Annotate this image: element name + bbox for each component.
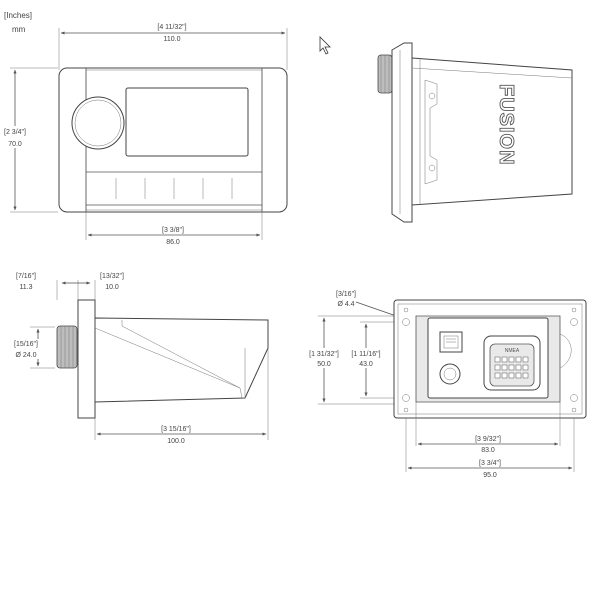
flange-mm: 11.3 <box>19 284 32 291</box>
bezel-mm: 10.0 <box>105 284 119 291</box>
front-width-inches: [4 11/32"] <box>157 24 186 31</box>
inner-height-mm: 43.0 <box>359 361 373 368</box>
side-knob-icon <box>56 325 78 369</box>
hole-mm: Ø 4.4 <box>337 301 354 308</box>
display-screen <box>125 87 249 157</box>
rear-view: [3/16"] Ø 4.4 [1 31/32"] 50.0 [1 11/16"]… <box>306 291 587 479</box>
connector-label: NMEA <box>505 348 520 354</box>
top-view: FUSION <box>377 42 573 223</box>
units-mm-label: mm <box>12 25 26 34</box>
volume-knob-icon <box>71 96 125 150</box>
inner-height-inches: [1 11/16"] <box>351 351 380 358</box>
front-height-mm: 70.0 <box>8 141 22 148</box>
brand-logo: FUSION <box>495 84 517 166</box>
hole-inches: [3/16"] <box>336 291 356 298</box>
screen-width-inches: [3 3/8"] <box>162 227 184 234</box>
front-view: [4 11/32"] 110.0 [2 3/4"] 70.0 [3 3/8"] … <box>0 24 288 246</box>
units-inches-label: [Inches] <box>4 11 32 20</box>
depth-mm: 100.0 <box>167 438 185 445</box>
outer-width-inches: [3 3/4"] <box>479 460 501 467</box>
mouse-cursor-icon <box>319 36 331 55</box>
outer-height-inches: [1 31/32"] <box>309 351 339 358</box>
outer-height-mm: 50.0 <box>317 361 331 368</box>
bezel-inches: [13/32"] <box>100 273 124 280</box>
depth-inches: [3 15/16"] <box>161 426 191 433</box>
screen-width-mm: 86.0 <box>166 239 180 246</box>
knob-diameter-inches: [15/16"] <box>14 341 38 348</box>
round-connector-icon <box>439 363 461 385</box>
flange-inches: [7/16"] <box>16 273 36 280</box>
front-height-inches: [2 3/4"] <box>4 129 26 136</box>
inner-width-inches: [3 9/32"] <box>475 436 501 443</box>
front-width-mm: 110.0 <box>164 36 181 43</box>
side-view: [7/16"] 11.3 [13/32"] 10.0 [15/16"] Ø 24… <box>12 273 269 445</box>
inner-width-mm: 83.0 <box>481 447 495 454</box>
knob-diameter-mm: Ø 24.0 <box>15 352 36 359</box>
outer-width-mm: 95.0 <box>483 472 497 479</box>
